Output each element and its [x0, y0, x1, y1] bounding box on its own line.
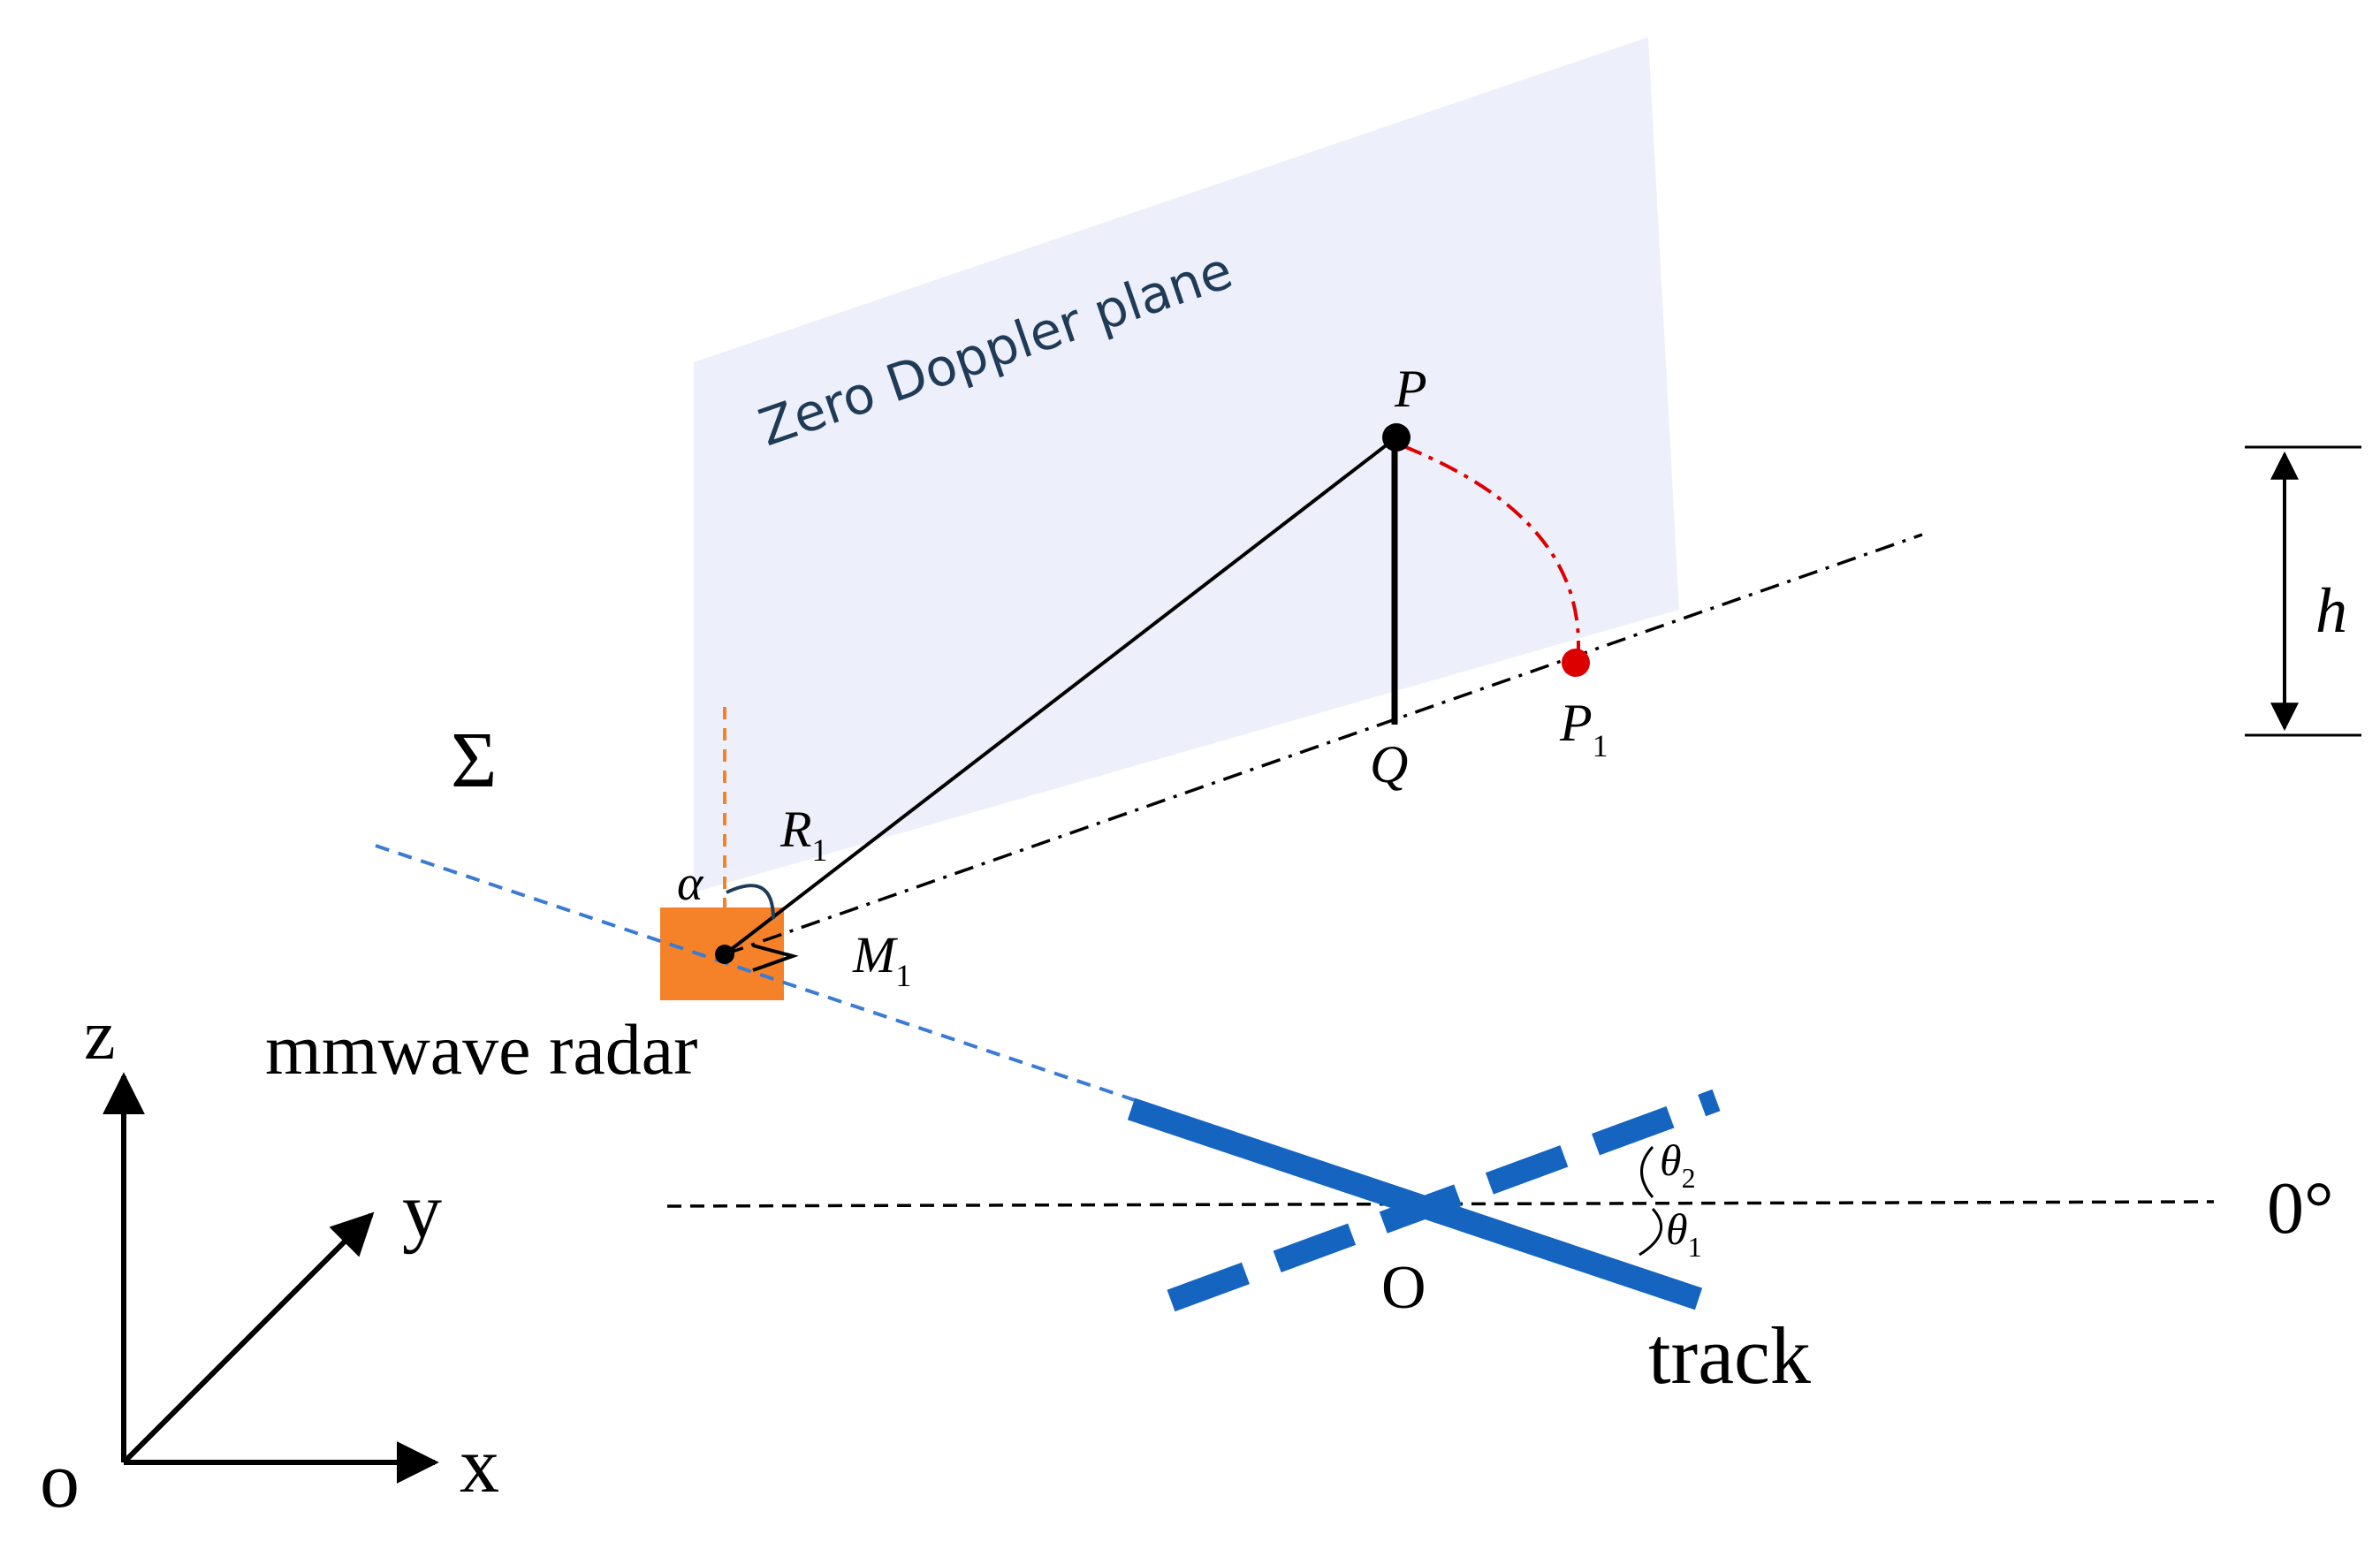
r1-sub: 1 — [811, 832, 827, 868]
r1-label: R1 — [779, 801, 827, 868]
m1-sub: 1 — [895, 958, 911, 993]
theta1-label: θ1 — [1666, 1204, 1702, 1263]
theta1-arc — [1639, 1207, 1662, 1257]
q-label: Q — [1370, 735, 1408, 793]
alpha-label: α — [677, 856, 704, 911]
radar-point — [715, 945, 734, 964]
axis-z-label: z — [84, 997, 116, 1074]
r1-main: R — [779, 801, 811, 858]
zero-doppler-plane — [694, 37, 1679, 892]
m1-label: M1 — [852, 926, 911, 993]
ground-dashdot-line — [724, 533, 1923, 956]
point-p1 — [1562, 649, 1590, 677]
range-line-r1 — [723, 436, 1398, 956]
track-label: track — [1648, 1310, 1811, 1401]
p1-main: P — [1559, 694, 1593, 752]
rotation-arc — [1403, 444, 1580, 664]
axis-x-label: x — [460, 1422, 499, 1509]
theta2-label: θ2 — [1660, 1135, 1696, 1194]
m1-main: M — [852, 926, 898, 983]
sigma-label: Σ — [451, 717, 497, 804]
theta2-sub: 2 — [1682, 1162, 1696, 1194]
p1-sub: 1 — [1593, 728, 1608, 763]
theta2-arc — [1640, 1145, 1654, 1198]
zero-degree-label: 0° — [2267, 1167, 2334, 1249]
p1-label: P1 — [1559, 694, 1608, 763]
axis-y-label: y — [402, 1167, 442, 1255]
track-dashed — [1167, 1089, 1721, 1312]
right-angle-mark — [752, 944, 799, 972]
alpha-arc — [726, 884, 775, 920]
axis-y — [121, 1211, 375, 1465]
theta1-main: θ — [1666, 1204, 1688, 1254]
sigma-dashed-line — [375, 844, 1141, 1104]
track-origin-label: O — [1381, 1254, 1426, 1322]
axis-origin-label: o — [40, 1437, 80, 1524]
h-label: h — [2315, 575, 2347, 646]
zero-degree-line — [666, 1200, 2215, 1208]
radar-label: mmwave radar — [265, 1009, 697, 1090]
point-p — [1382, 423, 1411, 452]
theta2-main: θ — [1660, 1135, 1682, 1185]
p-label: P — [1394, 360, 1427, 418]
theta1-sub: 1 — [1688, 1231, 1702, 1263]
